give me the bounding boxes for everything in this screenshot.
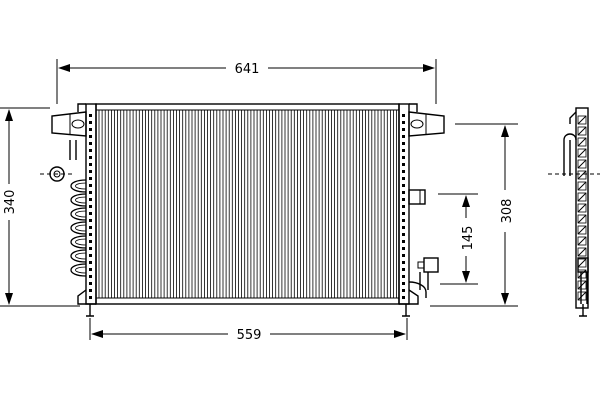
top-right-mounting-bracket: [408, 103, 445, 137]
dimension-port-spacing: 145: [438, 193, 478, 285]
left-header-tank: [85, 103, 97, 305]
left-side-hose-loops: [40, 140, 87, 277]
top-left-mounting-bracket: [51, 103, 87, 137]
side-view: [548, 107, 600, 317]
dimension-core-height-label: 308: [500, 199, 515, 224]
dimension-core-width: 559: [89, 318, 408, 343]
condenser-core: [95, 103, 400, 305]
dimension-overall-width-label: 641: [235, 62, 260, 77]
dimension-overall-height: 340: [0, 107, 80, 307]
dimension-port-spacing-label: 145: [461, 226, 476, 251]
outlet-fitting: [408, 257, 439, 298]
dimension-core-width-label: 559: [237, 328, 262, 343]
right-connection-block: [408, 189, 426, 205]
right-header-rivets: [402, 114, 405, 299]
bottom-left-bracket: [77, 289, 96, 317]
right-header-tank: [398, 103, 410, 305]
left-header-rivets: [89, 114, 92, 299]
dimension-overall-width: 641: [56, 59, 437, 104]
side-view-fin-pattern: [577, 115, 587, 301]
condenser-fins: [98, 110, 398, 298]
dimension-core-height: 308: [430, 123, 518, 307]
dimension-overall-height-label: 340: [3, 190, 18, 215]
bottom-right-bracket: [399, 289, 419, 317]
